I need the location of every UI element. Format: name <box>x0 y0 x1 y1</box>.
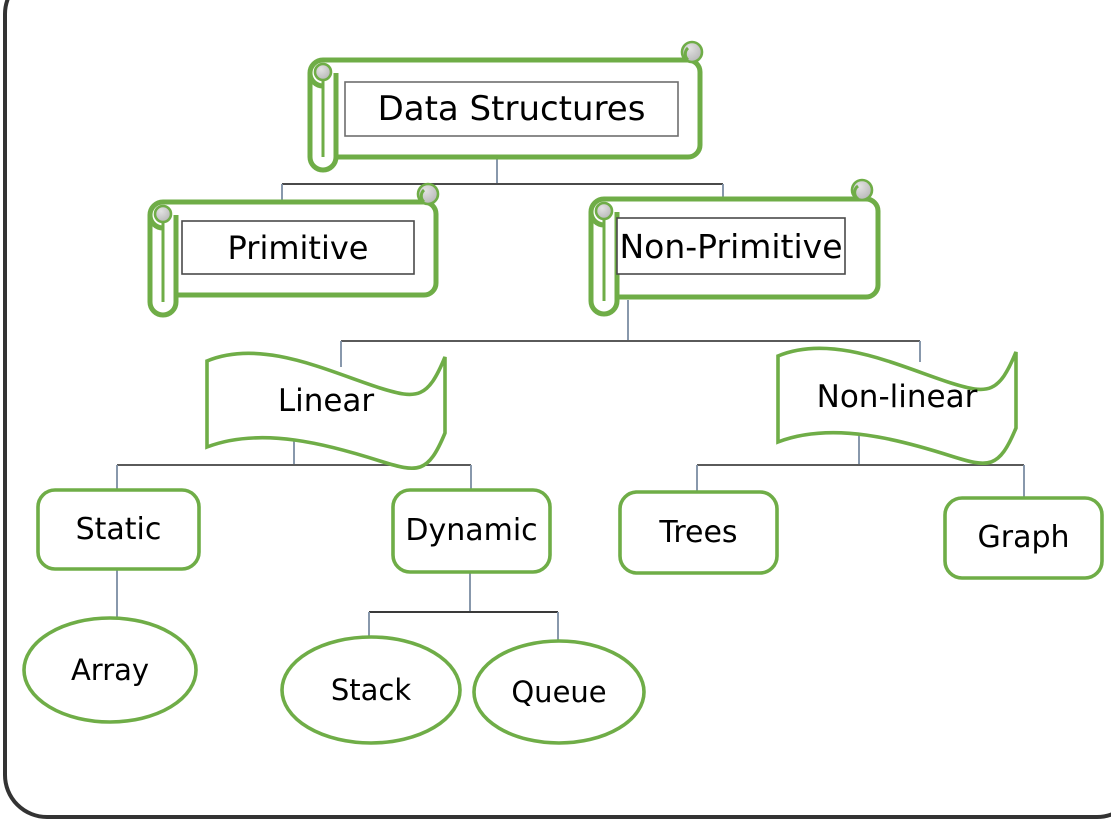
node-primitive-inner-box <box>181 220 415 275</box>
node-queue-shape[interactable] <box>472 639 646 745</box>
node-static-shape[interactable] <box>36 488 201 571</box>
scroll-knob-left-icon <box>153 204 173 224</box>
edge-dynamic-children <box>368 572 559 648</box>
connector-layer <box>116 157 1025 648</box>
node-dynamic-shape[interactable] <box>391 488 552 574</box>
node-non-primitive-inner-box <box>616 217 846 275</box>
edge-non-primitive-children <box>340 300 921 367</box>
node-primitive-shape[interactable] <box>147 182 440 318</box>
node-data-structures-shape[interactable] <box>307 40 704 173</box>
page-border-rect <box>3 0 1111 819</box>
node-data-structures-inner-box <box>344 81 679 137</box>
node-non-primitive-shape[interactable] <box>588 178 881 317</box>
node-trees-shape[interactable] <box>618 490 779 575</box>
scroll-knob-left-icon <box>313 62 333 82</box>
node-linear-shape[interactable] <box>205 351 447 470</box>
node-graph-shape[interactable] <box>943 496 1104 580</box>
scroll-knob-left-icon <box>594 201 614 221</box>
edge-data-structures-children <box>281 157 724 203</box>
node-non-linear-shape[interactable] <box>776 346 1018 465</box>
edge-non-linear-children <box>696 436 1025 498</box>
node-array-shape[interactable] <box>22 616 198 724</box>
node-stack-shape[interactable] <box>280 635 462 745</box>
